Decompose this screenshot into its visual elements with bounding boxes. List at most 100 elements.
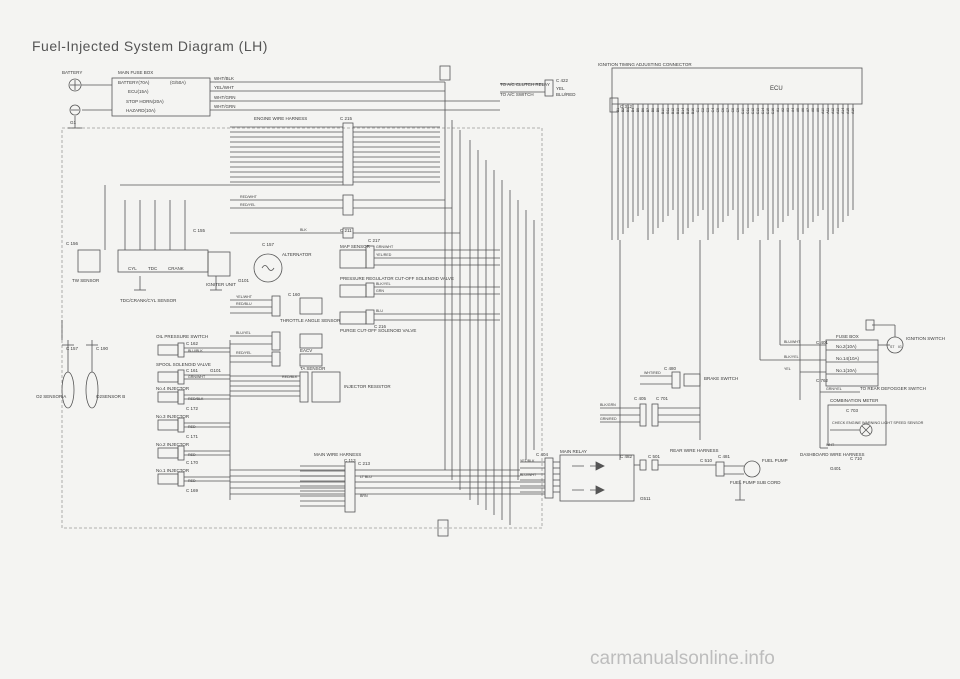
c701-label: C 701 <box>656 396 669 401</box>
c710-label: C 710 <box>850 456 863 461</box>
ecu-pin-label: A6 <box>801 108 805 112</box>
map-sensor-label: MAP SENSOR <box>340 244 371 249</box>
c155-label: C 155 <box>193 228 206 233</box>
ta-sensor-label: TA SENSOR <box>300 366 326 371</box>
to-ac-clutch-relay-label: TO A/C CLUTCH RELAY <box>500 82 550 87</box>
ecu-pin-label: B14 <box>681 108 685 114</box>
c312-label: C 312 <box>620 104 633 109</box>
fuel-pump-label: FUEL PUMP <box>762 458 788 463</box>
c481-label: C 481 <box>718 454 731 459</box>
ignition-switch-label: IGNITION SWITCH <box>906 336 945 341</box>
c404-label: C 404 <box>536 452 549 457</box>
g101-label: G101 <box>238 278 250 283</box>
c215-label: C 215 <box>340 116 353 121</box>
wire-wht-blk: WHT/BLK <box>214 76 234 81</box>
wire-blu-wht: BLU/WHT <box>520 473 537 477</box>
ecu-pin-label: C1 <box>696 108 700 112</box>
c422-label: C 422 <box>556 78 569 83</box>
c217-label: C 217 <box>368 238 381 243</box>
wire-red-wht: RED/WHT <box>240 195 258 199</box>
ecu-pin-label: B11 <box>666 108 670 114</box>
ignition-ig-label: IG <box>898 345 902 349</box>
c480-label: C 480 <box>664 366 677 371</box>
main-fuse-box-label: MAIN FUSE BOX <box>118 70 153 75</box>
wire-grn: GRN <box>376 289 384 293</box>
c211-label: C 211 <box>340 228 352 233</box>
wire-lt-blu: LT BLU <box>360 475 372 479</box>
ecu-pin-label: C4 <box>711 108 715 112</box>
crank-label: CRANK <box>168 266 184 271</box>
to-rear-defogger-label: TO REAR DEFOGGER SWITCH <box>860 386 926 391</box>
ecu-pin-label: C6 <box>721 108 725 112</box>
wire-yel-red: YEL/RED <box>376 253 392 257</box>
c216-label: C 216 <box>374 324 387 329</box>
wire-blu-blk: BLU/BLK <box>188 349 203 353</box>
fuse-no1-label: No.1(10A) <box>836 368 857 373</box>
c703-label: C 703 <box>846 408 859 413</box>
wire-blk: BLK <box>300 228 307 232</box>
ecu-pin-label: C12 <box>751 108 755 114</box>
spool-solenoid-label: SPOOL SOLENOID VALVE <box>156 362 211 367</box>
c113-label: C 113 <box>344 458 356 463</box>
dashboard-wire-harness-label: DASHBOARD WIRE HARNESS <box>800 452 865 457</box>
oil-pressure-switch-label: OIL PRESSURE SWITCH <box>156 334 208 339</box>
ecu-pin-label: C9 <box>736 108 740 112</box>
rear-wire-harness-label: REAR WIRE HARNESS <box>670 448 719 453</box>
c762-label: C 762 <box>816 378 829 383</box>
eacv-label: EACV <box>300 348 312 353</box>
c482-label: C 482 <box>620 454 633 459</box>
ecu-pin-label: B12 <box>671 108 675 114</box>
wire-yel-wht-2: YEL/WHT <box>236 295 253 299</box>
ecu-pin-label: B3 <box>626 108 630 112</box>
wire-blk-yel-2: BLK/YEL <box>784 355 799 359</box>
o2-sensor-b-label: O2SENSOR B <box>96 394 125 399</box>
ecu-pin-label: A13 <box>836 108 840 114</box>
wire-grn-wht-2: GRN/WHT <box>188 375 206 379</box>
ecu-pin-label: C5 <box>716 108 720 112</box>
c405-label: C 405 <box>634 396 647 401</box>
ignition-st-label: ST <box>890 345 895 349</box>
ecu-pin-label: C8 <box>731 108 735 112</box>
ecu-pin-label: C2 <box>701 108 705 112</box>
ecu-pin-label: A5 <box>796 108 800 112</box>
c501-label: C 501 <box>648 454 661 459</box>
g1-label: G1 <box>70 120 77 125</box>
wire-wht-grn-2: WHT/GRN <box>214 104 236 109</box>
ecu-pin-label: A10 <box>821 108 825 114</box>
ecu-label: ECU <box>770 86 783 92</box>
c157-label: C 157 <box>66 346 79 351</box>
injector-resistor-label: INJECTOR RESISTOR <box>344 384 391 389</box>
wire-red-blu: RED/BLU <box>236 302 252 306</box>
ecu-pin-label: A3 <box>786 108 790 112</box>
check-engine-label: CHECK ENGINE WARNING LIGHT SPEED SENSOR <box>832 421 924 425</box>
ecu-pin-label: A14 <box>841 108 845 114</box>
c156-label: C 156 <box>66 241 79 246</box>
tdc-crank-cyl-sensor-label: TDC/CRANK/CYL SENSOR <box>120 298 177 303</box>
wire-blk-grn: BLK/GRN <box>600 403 616 407</box>
no1-injector-label: No.1 INJECTOR <box>156 468 190 473</box>
no3-injector-label: No.3 INJECTOR <box>156 414 190 419</box>
c157-upper-label: C 157 <box>262 242 275 247</box>
pressure-regulator-label: PRESSURE REGULATOR CUT-OFF SOLENOID VALV… <box>340 276 454 281</box>
ecu-pin-label: B1 <box>616 108 620 112</box>
wire-grn-red: GRN/RED <box>600 417 617 421</box>
ignition-timing-label: IGNITION TIMING ADJUSTING CONNECTOR <box>598 62 692 67</box>
wire-yel-2: YEL <box>784 367 791 371</box>
ecu-pin-label: C7 <box>726 108 730 112</box>
c162-label: C 162 <box>186 341 199 346</box>
tw-sensor-label: TW SENSOR <box>72 278 100 283</box>
wire-blk-yel: BLK/YEL <box>376 282 391 286</box>
throttle-angle-label: THROTTLE ANGLE SENSOR <box>280 318 341 323</box>
tdc-label: TDC <box>148 266 158 271</box>
ecu-pin-label: C13 <box>756 108 760 114</box>
ecu-pin-label: A16 <box>851 108 855 114</box>
c190-label: C 190 <box>96 346 109 351</box>
wire-yel-wht: YEL/WHT <box>214 85 234 90</box>
ecu-pin-label: A12 <box>831 108 835 114</box>
wire-wht: WHT <box>826 443 835 447</box>
g511-label: G511 <box>640 496 651 501</box>
no4-injector-label: No.4 INJECTOR <box>156 386 190 391</box>
ecu-pin-label: B8 <box>651 108 655 112</box>
brake-switch-label: BRAKE SWITCH <box>704 376 738 381</box>
